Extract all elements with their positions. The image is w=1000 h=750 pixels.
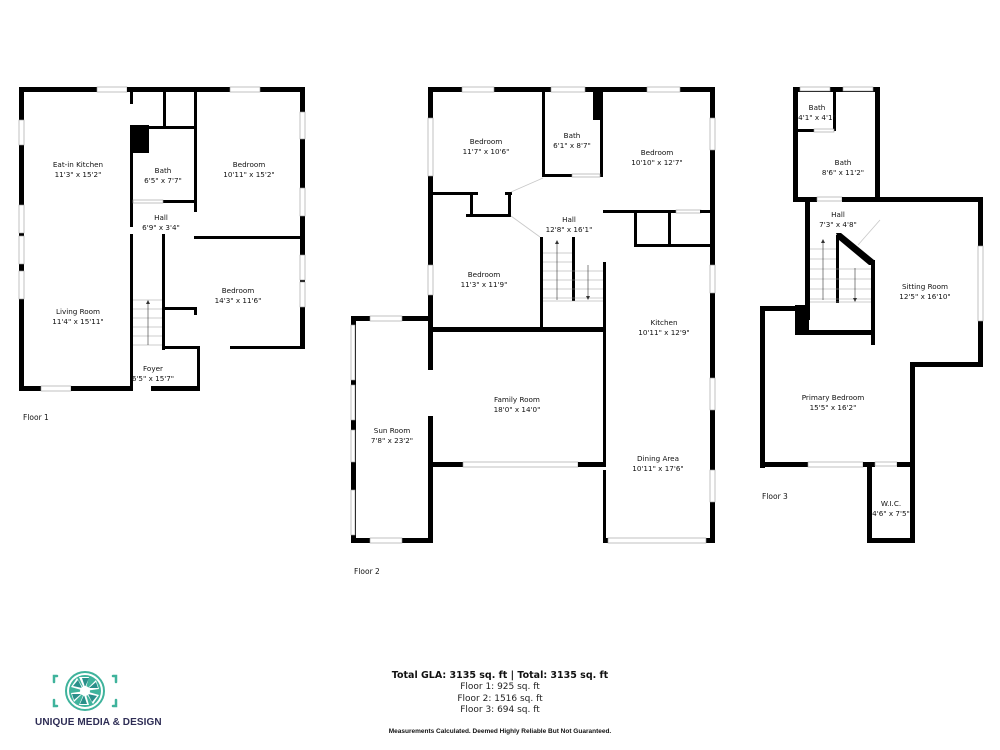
room-dimensions: 6'5" x 15'7"	[131, 373, 175, 383]
room-name: Foyer	[143, 364, 163, 373]
room-dimensions: 11'3" x 11'9"	[460, 279, 508, 289]
floor-3-label: Floor 3	[762, 492, 788, 501]
room-label-kitchen: Kitchen 10'11" x 12'9"	[638, 318, 689, 337]
room-name: W.I.C.	[880, 499, 902, 508]
room-name: Bedroom	[640, 148, 674, 157]
floor-2-area: Floor 2: 1516 sq. ft	[457, 693, 543, 704]
room-label-foyer: Foyer 6'5" x 15'7"	[132, 364, 174, 383]
room-dimensions: 11'7" x 10'6"	[462, 146, 510, 156]
room-dimensions: 8'6" x 11'2"	[821, 167, 865, 177]
room-dimensions: 10'11" x 12'9"	[638, 327, 690, 337]
room-dimensions: 4'1" x 4'1"	[798, 112, 836, 122]
room-dimensions: 10'11" x 15'2"	[223, 169, 275, 179]
room-label-hall: Hall 6'9" x 3'4"	[142, 213, 180, 232]
room-dimensions: 10'11" x 17'6"	[632, 463, 684, 473]
room-name: Dining Area	[636, 454, 680, 463]
room-label-bedroom: Bedroom 14'3" x 11'6"	[215, 286, 262, 305]
room-label-bath: Bath 6'5" x 7'7"	[144, 166, 182, 185]
room-label-sitting-room: Sitting Room 12'5" x 16'10"	[899, 282, 950, 301]
room-dimensions: 12'8" x 16'1"	[545, 224, 593, 234]
floor-3-plan	[760, 86, 984, 543]
measurement-disclaimer: Measurements Calculated. Deemed Highly R…	[388, 727, 612, 735]
floor-1-label: Floor 1	[23, 413, 49, 422]
brand-logo: UNIQUE MEDIA & DESIGN	[30, 668, 162, 733]
room-name: Kitchen	[650, 318, 678, 327]
room-name: Eat-in Kitchen	[52, 160, 104, 169]
room-name: Hall	[562, 215, 576, 224]
floor-2-plan	[350, 86, 716, 544]
room-label-bedroom: Bedroom 11'7" x 10'6"	[463, 137, 510, 156]
room-dimensions: 15'5" x 16'2"	[809, 402, 857, 412]
room-name: Bedroom	[221, 286, 255, 295]
camera-aperture-icon	[52, 671, 118, 711]
room-dimensions: 6'9" x 3'4"	[142, 222, 180, 232]
room-name: Bath	[154, 166, 172, 175]
room-name: Primary Bedroom	[801, 393, 865, 402]
room-dimensions: 11'4" x 15'11"	[52, 316, 104, 326]
room-name: Sitting Room	[901, 282, 949, 291]
room-name: Family Room	[494, 395, 540, 404]
room-label-dining-area: Dining Area 10'11" x 17'6"	[632, 454, 683, 473]
room-label-bath: Bath 4'1" x 4'1"	[798, 103, 836, 122]
room-label-bedroom: Bedroom 10'11" x 15'2"	[223, 160, 274, 179]
room-label-hall: Hall 12'8" x 16'1"	[546, 215, 593, 234]
room-name: Hall	[154, 213, 168, 222]
room-label-primary-bedroom: Primary Bedroom 15'5" x 16'2"	[802, 393, 865, 412]
room-name: Bath	[834, 158, 852, 167]
room-label-eat-in-kitchen: Eat-in Kitchen 11'3" x 15'2"	[53, 160, 103, 179]
room-dimensions: 6'5" x 7'7"	[144, 175, 182, 185]
room-dimensions: 6'1" x 8'7"	[553, 140, 591, 150]
room-label-sun-room: Sun Room 7'8" x 23'2"	[371, 426, 413, 445]
room-name: Bedroom	[467, 270, 501, 279]
room-dimensions: 7'3" x 4'8"	[819, 219, 857, 229]
room-dimensions: 10'10" x 12'7"	[631, 157, 683, 167]
room-name: Bedroom	[469, 137, 503, 146]
room-label-bedroom: Bedroom 10'10" x 12'7"	[631, 148, 682, 167]
room-dimensions: 14'3" x 11'6"	[214, 295, 262, 305]
room-label-hall: Hall 7'3" x 4'8"	[819, 210, 857, 229]
room-dimensions: 7'8" x 23'2"	[370, 435, 414, 445]
floor-3-area: Floor 3: 694 sq. ft	[460, 705, 540, 715]
room-dimensions: 4'6" x 7'5"	[872, 508, 910, 518]
room-dimensions: 12'5" x 16'10"	[899, 291, 951, 301]
room-name: Living Room	[55, 307, 101, 316]
room-label-family-room: Family Room 18'0" x 14'0"	[494, 395, 541, 414]
room-dimensions: 11'3" x 15'2"	[54, 169, 102, 179]
brand-name: UNIQUE MEDIA & DESIGN	[35, 717, 162, 728]
room-name: Bedroom	[232, 160, 266, 169]
room-label-living-room: Living Room 11'4" x 15'11"	[52, 307, 103, 326]
floor-2-label: Floor 2	[354, 567, 380, 576]
total-gla-headline: Total GLA: 3135 sq. ft | Total: 3135 sq.…	[391, 670, 609, 681]
room-name: Bath	[808, 103, 826, 112]
room-name: Bath	[563, 131, 581, 140]
room-label-wic: W.I.C. 4'6" x 7'5"	[872, 499, 910, 518]
room-label-bedroom: Bedroom 11'3" x 11'9"	[461, 270, 508, 289]
room-name: Hall	[831, 210, 845, 219]
room-label-bath: Bath 6'1" x 8'7"	[553, 131, 591, 150]
floor-1-area: Floor 1: 925 sq. ft	[460, 682, 540, 692]
floor-1-plan	[18, 86, 306, 392]
area-summary: Total GLA: 3135 sq. ft | Total: 3135 sq.…	[350, 670, 650, 735]
room-dimensions: 18'0" x 14'0"	[493, 404, 541, 414]
room-label-bath: Bath 8'6" x 11'2"	[822, 158, 864, 177]
room-name: Sun Room	[373, 426, 411, 435]
